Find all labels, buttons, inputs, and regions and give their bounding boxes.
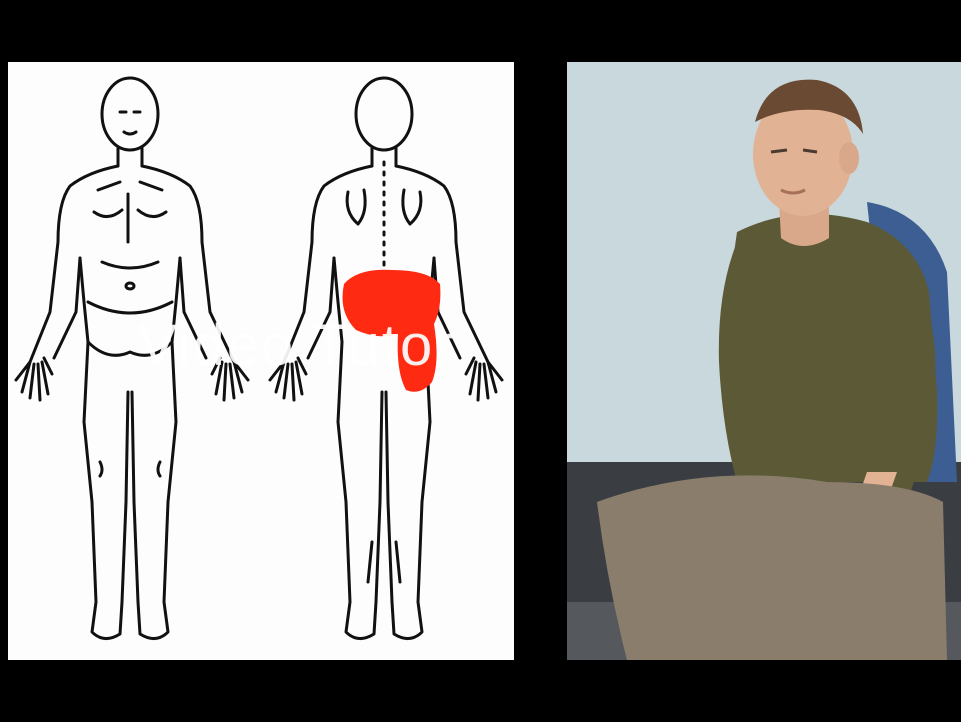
- seated-patient-photo: [567, 62, 961, 660]
- body-pain-chart: Video Tutor: [8, 62, 514, 660]
- patient-photo: [567, 62, 961, 660]
- letterbox-bottom: [0, 662, 961, 722]
- letterbox-top: [0, 0, 961, 60]
- watermark-text: Video Tutor: [138, 312, 456, 379]
